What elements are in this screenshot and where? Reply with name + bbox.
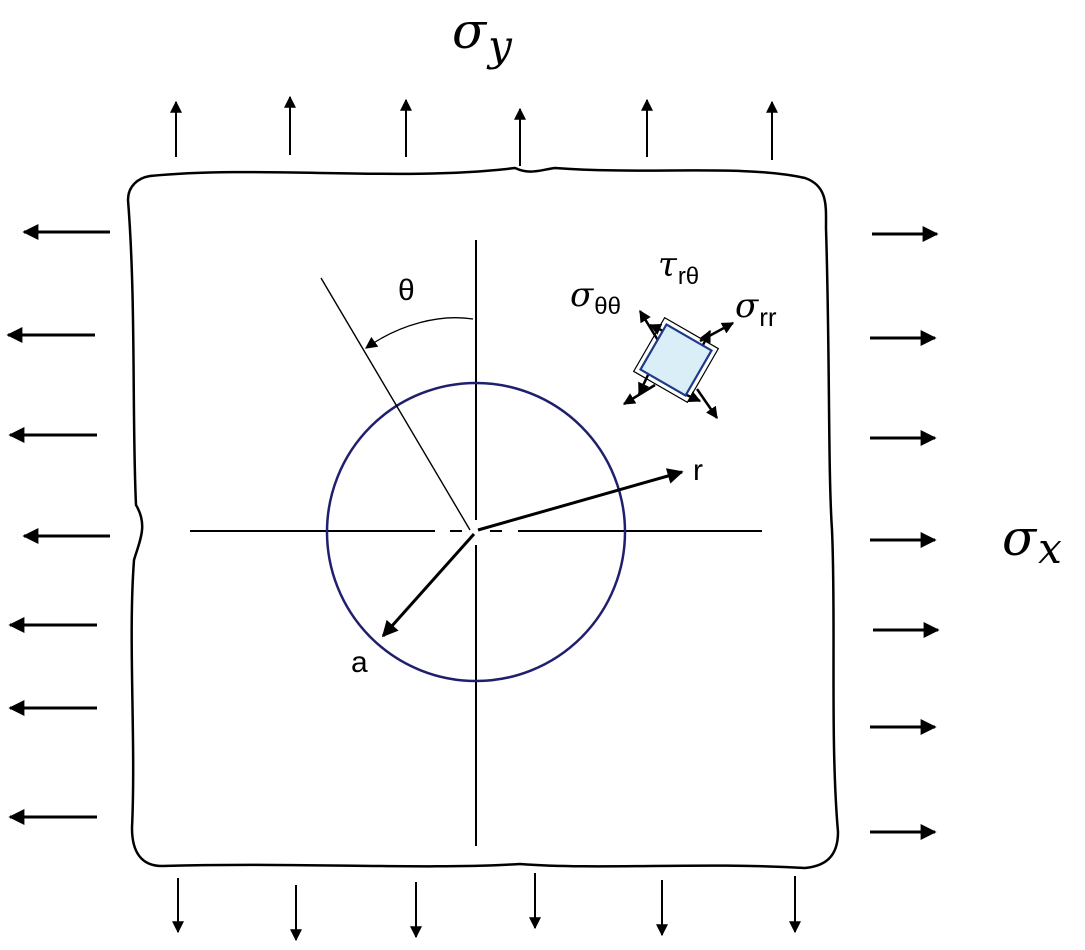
bottom-load-arrows — [172, 873, 801, 942]
r-label: r — [693, 454, 703, 487]
center-axes — [190, 240, 762, 846]
element-arrow-sigma-theta-lower — [695, 388, 719, 419]
theta-ray — [320, 277, 471, 531]
stress-element-outline — [632, 316, 720, 404]
r-vector — [477, 468, 684, 532]
element-arrow-sigma-rr — [699, 321, 735, 343]
element-arrow-sigma-rr-lower — [622, 383, 656, 406]
stress-element-square — [638, 322, 714, 398]
sigma-x-label: σx — [1002, 509, 1062, 573]
theta-arc — [365, 317, 474, 349]
top-load-arrows — [170, 95, 778, 166]
a-label: a — [351, 646, 368, 679]
left-load-arrows — [6, 224, 110, 825]
tau-rtheta-label: τrθ — [658, 245, 699, 290]
sigma-thetatheta-label: σθθ — [570, 275, 621, 320]
sigma-y-label: σy — [452, 2, 513, 70]
plate-outline — [126, 166, 840, 870]
sigma-rr-label: σrr — [735, 286, 777, 332]
right-load-arrows — [870, 226, 940, 840]
stress-element — [622, 309, 735, 419]
hole-circle — [325, 381, 627, 683]
a-radius-vector — [381, 533, 476, 638]
theta-label: θ — [398, 274, 415, 307]
